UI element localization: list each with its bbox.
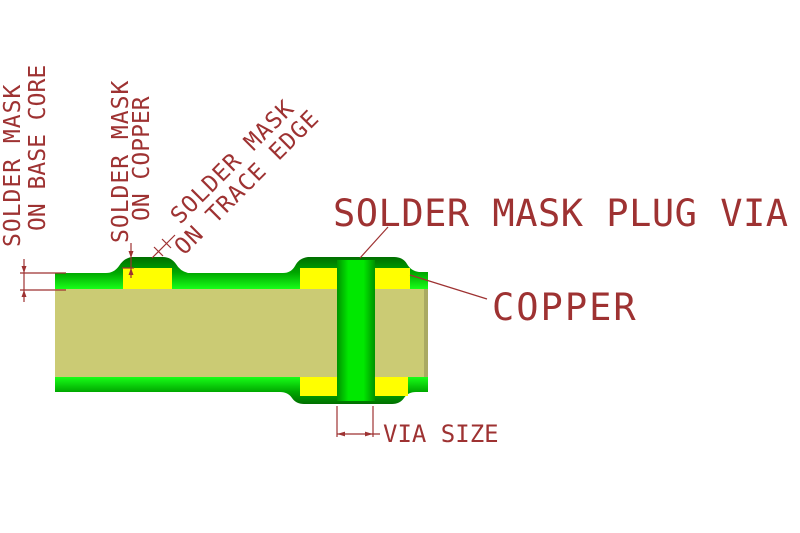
dim-solder-mask-on-copper [122, 243, 134, 278]
leader-plug-via [359, 226, 389, 259]
dim-on-copper-arrow-bottom [128, 268, 134, 275]
dim-via-size [336, 406, 380, 437]
label-plug-via: SOLDER MASK PLUG VIA [333, 192, 789, 235]
dim-via-arrow-right [365, 431, 373, 437]
leader-copper [409, 274, 488, 300]
label-base-core-line1: SOLDER MASK [0, 84, 26, 247]
label-base-core-line2: ON BASE CORE [25, 65, 51, 231]
dim-via-arrow-left [337, 431, 345, 437]
base-core-edge-shade [424, 289, 428, 377]
label-via-size: VIA SIZE [383, 420, 499, 448]
dim-base-core-arrow-bottom [21, 290, 27, 297]
leader-trace-edge-shaft [151, 234, 176, 259]
leader-trace-edge [151, 234, 176, 259]
leader-trace-edge-tick2 [161, 238, 172, 249]
label-on-copper-line1: SOLDER MASK [108, 80, 134, 243]
solder-mask-via-plug [337, 260, 375, 401]
copper-trace [123, 268, 172, 289]
dim-base-core-arrow-top [21, 266, 27, 273]
dim-solder-mask-on-base-core [20, 259, 66, 302]
label-copper: COPPER [492, 286, 638, 329]
label-on-copper-line2: ON COPPER [129, 96, 155, 221]
dim-on-copper-arrow-top [128, 251, 134, 258]
leader-trace-edge-tick1 [153, 246, 164, 257]
